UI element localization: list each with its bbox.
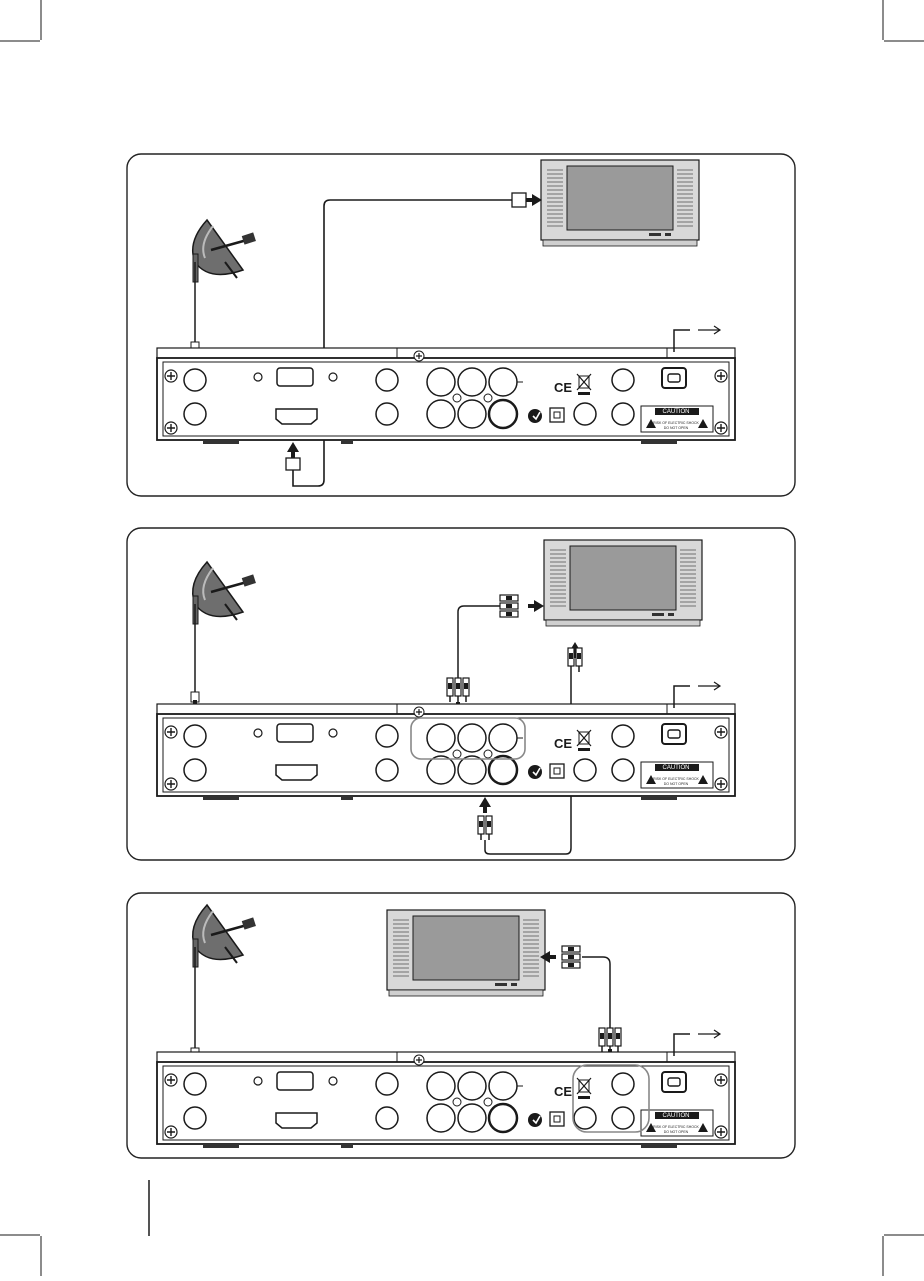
caution-label: CAUTION [663, 409, 690, 415]
rca-plug-icon [478, 816, 492, 840]
panel-rca-connection: CE CAUTION RISK OF ELECTRIC SHOCK DO NOT… [127, 528, 795, 860]
caution-label: CAUTION [663, 1113, 690, 1119]
caution-warning: DO NOT OPEN [664, 782, 689, 786]
caution-warning: RISK OF ELECTRIC SHOCK [653, 777, 699, 781]
satellite-dish-icon [193, 220, 256, 282]
caution-warning: DO NOT OPEN [664, 426, 689, 430]
rca-plug-icon [562, 946, 580, 968]
arrow-right-icon [526, 194, 542, 206]
panel-scart-connection: CE CAUTION RISK OF ELECTRIC SHOCK DO NOT… [127, 893, 795, 1158]
arrow-up-icon [287, 442, 299, 458]
rca-plug-icon [500, 595, 518, 617]
arrow-up-icon [479, 797, 491, 813]
rca-plug-icon [447, 678, 469, 702]
ce-mark: CE [554, 1084, 572, 1099]
tv-icon [387, 910, 545, 996]
receiver-back-panel [157, 348, 735, 444]
ce-mark: CE [554, 380, 572, 395]
caution-warning: RISK OF ELECTRIC SHOCK [653, 1125, 699, 1129]
hdmi-cable [293, 200, 512, 486]
tv-icon [541, 160, 699, 246]
satellite-dish-icon [193, 905, 256, 967]
caution-warning: DO NOT OPEN [664, 1130, 689, 1134]
caution-warning: RISK OF ELECTRIC SHOCK [653, 421, 699, 425]
rca-plug-icon [599, 1028, 621, 1052]
caution-label: CAUTION [663, 765, 690, 771]
arrow-right-icon [528, 600, 544, 612]
hdmi-plug-icon [512, 193, 526, 207]
av-cable [458, 606, 500, 680]
av-cable [582, 957, 610, 1030]
panel-hdmi-connection: CE CAUTION RISK OF ELECTRIC SHOCK DO NOT… [127, 154, 795, 496]
tv-icon [544, 540, 702, 626]
satellite-dish-icon [193, 562, 256, 624]
hdmi-plug-icon [286, 458, 300, 470]
ce-mark: CE [554, 736, 572, 751]
